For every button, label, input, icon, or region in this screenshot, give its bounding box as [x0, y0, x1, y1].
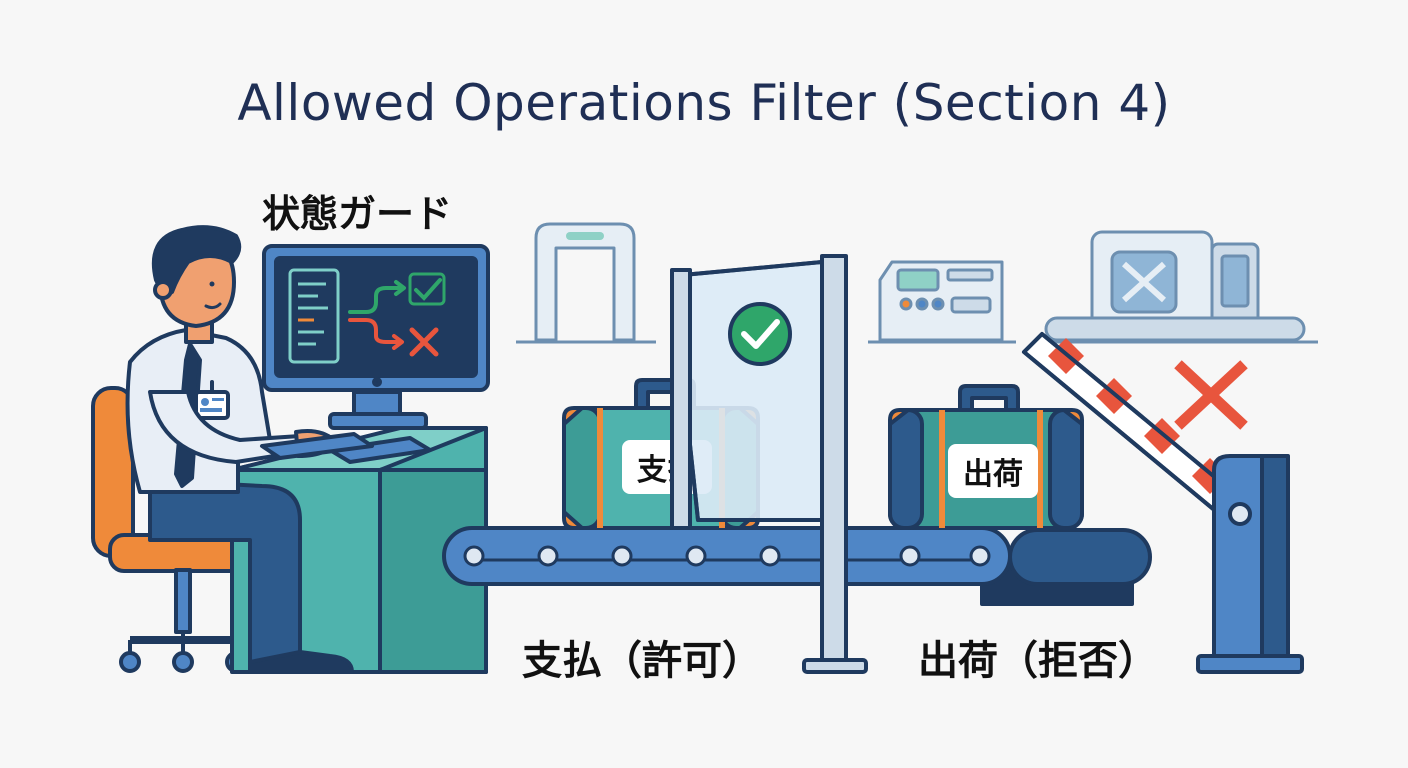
monitor-cross-icon — [409, 327, 439, 357]
rejection-barrier — [1022, 332, 1304, 674]
monitor-routing-arrows — [348, 280, 406, 350]
control-console — [868, 260, 1016, 344]
conveyor-belt — [442, 526, 1152, 606]
computer-monitor — [262, 244, 490, 430]
rejected-caption: 出荷（拒否） — [918, 638, 1158, 684]
rejected-suitcase — [888, 384, 1084, 530]
metal-detector-gate — [516, 222, 656, 344]
conveyor-rollers — [463, 545, 991, 567]
allowed-caption: 支払（許可） — [522, 638, 762, 684]
rejected-suitcase-tag: 出荷 — [963, 457, 1023, 492]
xray-scanner — [1036, 230, 1318, 344]
allowed-check-icon — [728, 302, 792, 366]
state-guard-label: 状態ガード — [262, 192, 452, 236]
page-title: Allowed Operations Filter (Section 4) — [237, 74, 1171, 132]
monitor-check-icon — [408, 272, 446, 306]
security-operator — [125, 225, 374, 674]
rejected-cross-icon — [1174, 360, 1248, 430]
monitor-code-panel — [288, 268, 340, 364]
